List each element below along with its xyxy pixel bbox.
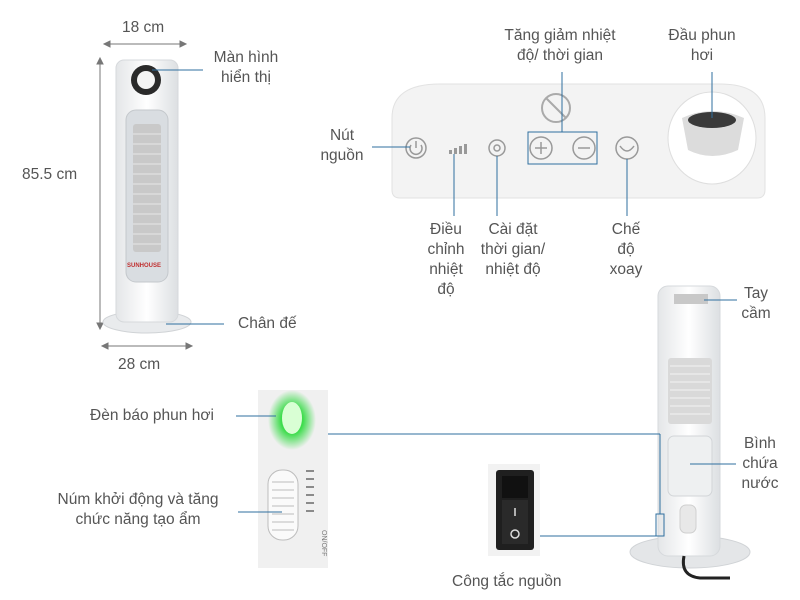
switch-closeup bbox=[488, 464, 540, 556]
water-tank-label: Bình chứa nước bbox=[741, 435, 779, 492]
humidifier-knob-label: Núm khởi động và tăng chức năng tạo ẩm bbox=[57, 491, 219, 528]
base-stand-label: Chân đế bbox=[238, 315, 297, 332]
mist-head-label: Đầu phun hơi bbox=[668, 27, 736, 64]
knob-closeup bbox=[258, 390, 328, 568]
mist-indicator-label: Đèn báo phun hơi bbox=[90, 407, 214, 424]
adjust-label: Tăng giảm nhiệt độ/ thời gian bbox=[504, 27, 616, 64]
dimension-arrows bbox=[96, 40, 194, 350]
timer-set-label: Cài đặt thời gian/ nhiệt độ bbox=[480, 221, 546, 278]
width-base-label: 28 cm bbox=[118, 356, 161, 373]
leader-lines bbox=[152, 69, 737, 537]
power-button-label: Nút nguồn bbox=[320, 127, 364, 164]
brand-logo: SUNHOUSE bbox=[127, 263, 161, 269]
display-screen-label: Màn hình hiển thị bbox=[213, 49, 279, 86]
temp-adjust-label: Điều chỉnh nhiệt độ bbox=[427, 221, 465, 298]
knob-marking: ON/OFF bbox=[320, 530, 327, 556]
width-top-label: 18 cm bbox=[122, 19, 165, 36]
tower-heater-rear bbox=[629, 285, 751, 580]
control-panel bbox=[391, 83, 766, 199]
swing-mode-label: Chế độ xoay bbox=[609, 221, 643, 278]
tower-heater-front bbox=[102, 59, 192, 334]
power-switch-label: Công tắc nguồn bbox=[452, 573, 562, 590]
height-label: 85.5 cm bbox=[22, 166, 78, 183]
handle-label: Tay cầm bbox=[741, 285, 771, 322]
